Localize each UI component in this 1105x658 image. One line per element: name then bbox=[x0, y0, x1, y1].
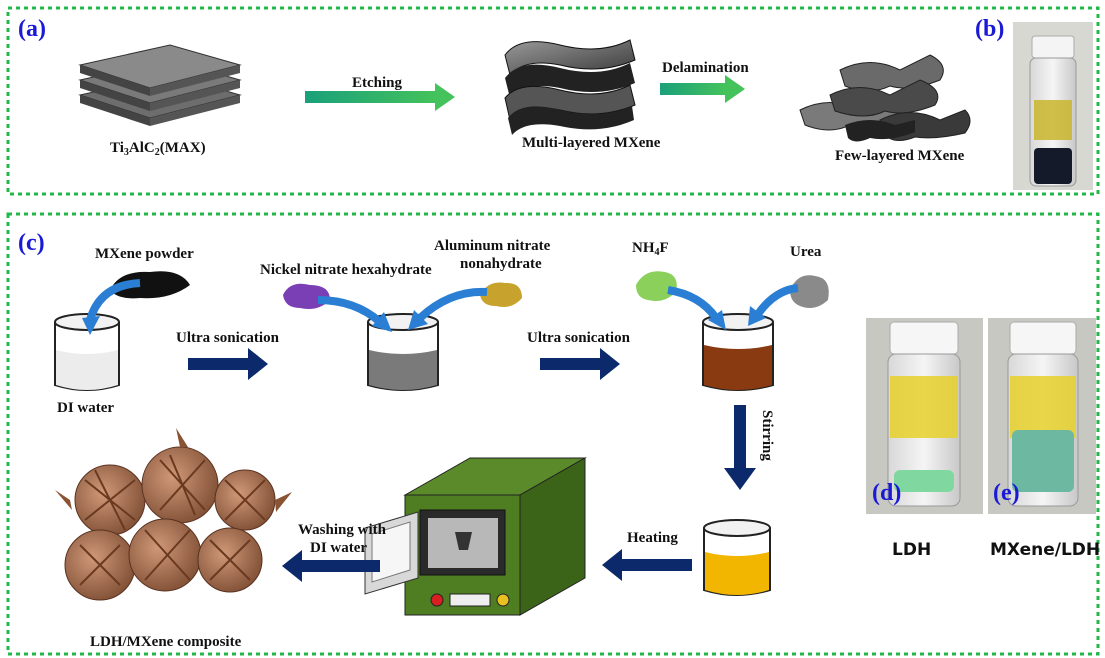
panel-label-b: (b) bbox=[975, 16, 1005, 42]
vial-e-photo bbox=[988, 318, 1096, 514]
mxene-powder-pile bbox=[110, 271, 190, 299]
vial-d-photo bbox=[866, 318, 983, 514]
curved-arrow-nh4f bbox=[667, 286, 720, 321]
etching-arrow bbox=[305, 83, 455, 111]
ultra-sonication-label-2: Ultra sonication bbox=[527, 330, 630, 346]
beaker-brown bbox=[702, 313, 774, 391]
aluminum-nitrate-label-2: nonahydrate bbox=[460, 256, 542, 272]
heating-arrow bbox=[602, 549, 692, 581]
aluminum-nitrate-label-1: Aluminum nitrate bbox=[434, 238, 551, 254]
washing-label-2: DI water bbox=[310, 540, 368, 556]
top-panel-border bbox=[6, 6, 1100, 196]
mxene-ldh-label: MXene/LDH bbox=[990, 540, 1101, 560]
delamination-label: Delamination bbox=[662, 60, 749, 76]
stirring-arrow bbox=[724, 405, 756, 490]
multilayer-mxene-label: Multi-layered MXene bbox=[522, 135, 661, 151]
composite-label: LDH/MXene composite bbox=[90, 634, 242, 650]
washing-label-1: Washing with bbox=[298, 522, 386, 538]
etching-label: Etching bbox=[352, 75, 403, 91]
beaker-yellow bbox=[703, 519, 771, 596]
nickel-nitrate-label: Nickel nitrate hexahydrate bbox=[260, 262, 432, 278]
max-phase-label: Ti3AlC2(MAX) bbox=[110, 140, 206, 158]
ldh-mxene-composite-icon bbox=[55, 428, 292, 601]
urea-pile bbox=[790, 275, 829, 308]
panel-label-e: (e) bbox=[993, 480, 1020, 506]
ultra-sonication-label-1: Ultra sonication bbox=[176, 330, 279, 346]
curved-arrow-nickel bbox=[317, 296, 383, 326]
aluminum-salt-pile bbox=[480, 282, 522, 307]
vial-b-photo bbox=[1013, 22, 1093, 190]
stirring-label: Stirring bbox=[759, 410, 775, 461]
few-layer-mxene-label: Few-layered MXene bbox=[835, 148, 965, 164]
di-water-label: DI water bbox=[57, 400, 115, 416]
delamination-arrow bbox=[660, 75, 745, 103]
curved-arrow-powder bbox=[86, 279, 141, 322]
panel-label-d: (d) bbox=[872, 480, 902, 506]
ultra-sonication-arrow-2 bbox=[540, 348, 620, 380]
curved-arrow-aluminum bbox=[417, 287, 488, 321]
heating-label: Heating bbox=[627, 530, 678, 546]
urea-label: Urea bbox=[790, 244, 822, 260]
few-layer-mxene-icon bbox=[799, 54, 971, 142]
mxene-powder-label: MXene powder bbox=[95, 246, 194, 262]
multilayer-mxene-icon bbox=[504, 39, 636, 135]
autoclave-oven bbox=[364, 457, 587, 616]
washing-arrow bbox=[282, 550, 380, 582]
panel-label-c: (c) bbox=[18, 230, 45, 256]
ultra-sonication-arrow-1 bbox=[188, 348, 268, 380]
beaker-di-water bbox=[54, 313, 120, 391]
nh4f-pile bbox=[636, 271, 677, 301]
nh4f-label: NH4F bbox=[632, 240, 669, 258]
curved-arrow-urea bbox=[754, 284, 799, 317]
bottom-panel-border bbox=[6, 212, 1100, 656]
panel-label-a: (a) bbox=[18, 16, 46, 42]
max-phase-stack bbox=[78, 44, 242, 126]
ldh-label: LDH bbox=[892, 540, 932, 560]
